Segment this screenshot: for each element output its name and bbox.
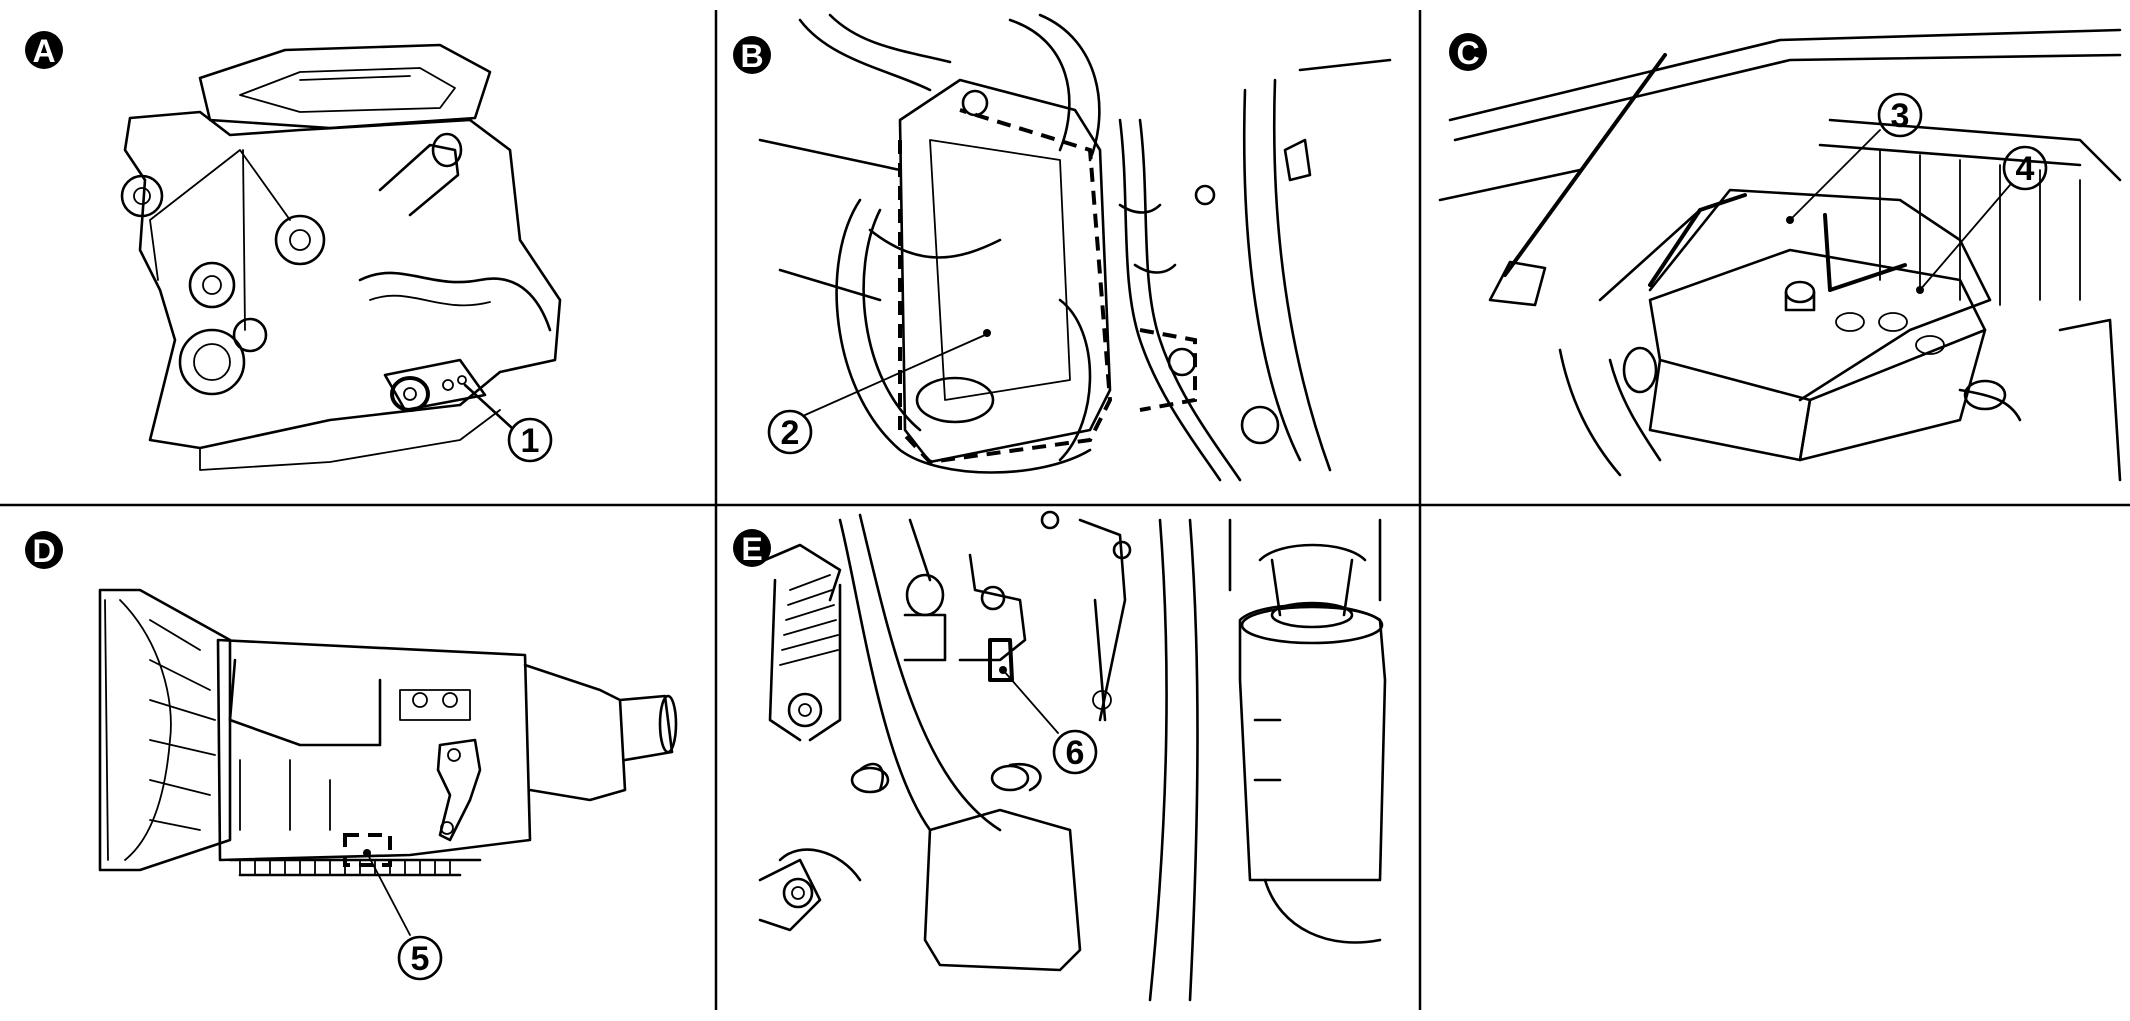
panel-b: B	[733, 13, 1392, 482]
panel-e: E	[733, 510, 1387, 1002]
panel-d: D	[25, 531, 678, 981]
panel-letter-e: E	[733, 529, 771, 567]
callout-5: 5	[397, 935, 443, 981]
panel-grid	[0, 10, 2130, 1010]
callout-6: 6	[1052, 729, 1098, 775]
callout-2: 2	[767, 409, 813, 455]
svg-text:C: C	[1456, 35, 1479, 71]
callout-3: 3	[1877, 92, 1923, 138]
callout-1: 1	[507, 417, 553, 463]
svg-text:1: 1	[521, 422, 540, 460]
panel-letter-d: D	[25, 531, 63, 569]
svg-text:B: B	[740, 38, 763, 74]
svg-text:3: 3	[1891, 97, 1910, 135]
svg-text:5: 5	[411, 940, 430, 978]
transmission-illustration	[98, 588, 678, 877]
svg-text:A: A	[32, 33, 55, 69]
svg-text:6: 6	[1066, 734, 1085, 772]
svg-text:2: 2	[781, 414, 800, 452]
svg-text:D: D	[32, 533, 55, 569]
panel-letter-c: C	[1449, 33, 1487, 71]
panel-letter-a: A	[25, 31, 63, 69]
callout-4: 4	[2002, 145, 2048, 191]
svg-text:E: E	[741, 531, 762, 567]
panel-a: A	[25, 31, 562, 471]
engine-illustration	[120, 43, 562, 471]
pedal-area-illustration	[758, 510, 1387, 1002]
svg-text:4: 4	[2016, 150, 2035, 188]
module-bracket-illustration	[758, 13, 1392, 482]
panel-c: C	[1438, 28, 2122, 482]
panel-letter-b: B	[733, 36, 771, 74]
engine-bay-illustration	[1438, 28, 2122, 482]
